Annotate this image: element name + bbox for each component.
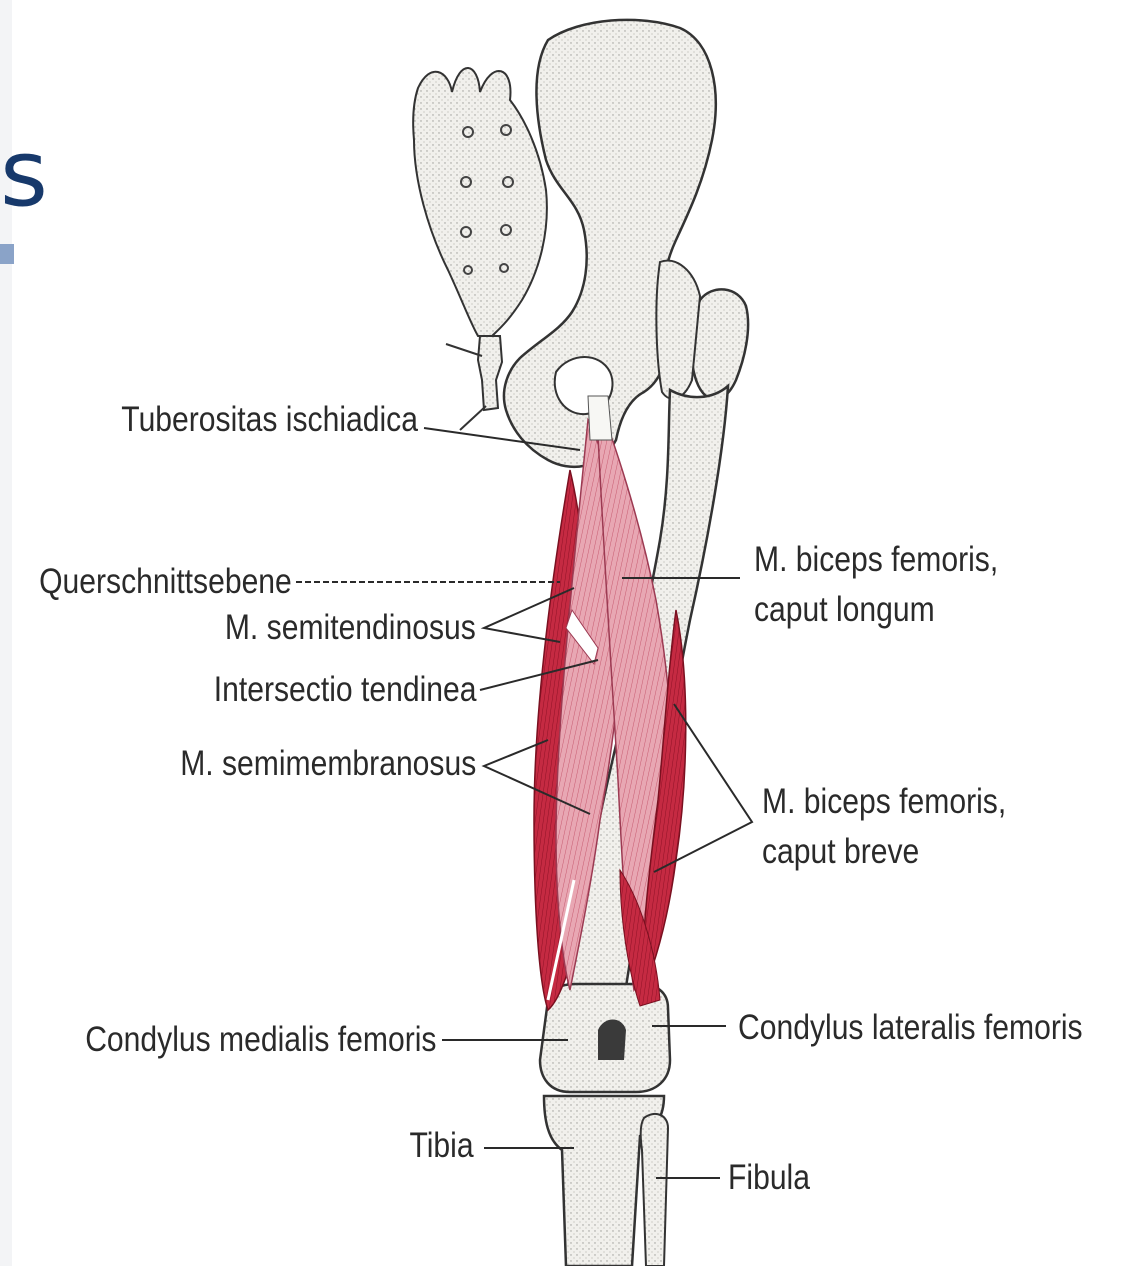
label-intersectio-tendinea: Intersectio tendinea xyxy=(213,672,476,707)
sacrum xyxy=(413,68,547,336)
label-fibula: Fibula xyxy=(728,1160,810,1195)
femur-neck xyxy=(656,261,700,399)
label-biceps-longum-line2: caput longum xyxy=(754,592,935,627)
label-semimembranosus: M. semimembranosus xyxy=(180,746,476,781)
label-biceps-longum-line1: M. biceps femoris, xyxy=(754,542,998,577)
label-querschnittsebene: Querschnittsebene xyxy=(39,564,292,599)
label-biceps-breve-line1: M. biceps femoris, xyxy=(762,784,1006,819)
label-condylus-medialis: Condylus medialis femoris xyxy=(85,1022,436,1057)
hamstring-origin-tendon xyxy=(588,396,612,440)
label-tuberositas-ischiadica: Tuberositas ischiadica xyxy=(121,402,418,437)
coccyx xyxy=(478,336,502,410)
label-tibia: Tibia xyxy=(410,1128,474,1163)
fibula-bone xyxy=(641,1114,668,1266)
label-semitendinosus: M. semitendinosus xyxy=(225,610,476,645)
label-condylus-lateralis: Condylus lateralis femoris xyxy=(738,1010,1083,1045)
intercondylar-fossa xyxy=(598,1020,626,1061)
label-biceps-breve-line2: caput breve xyxy=(762,834,919,869)
